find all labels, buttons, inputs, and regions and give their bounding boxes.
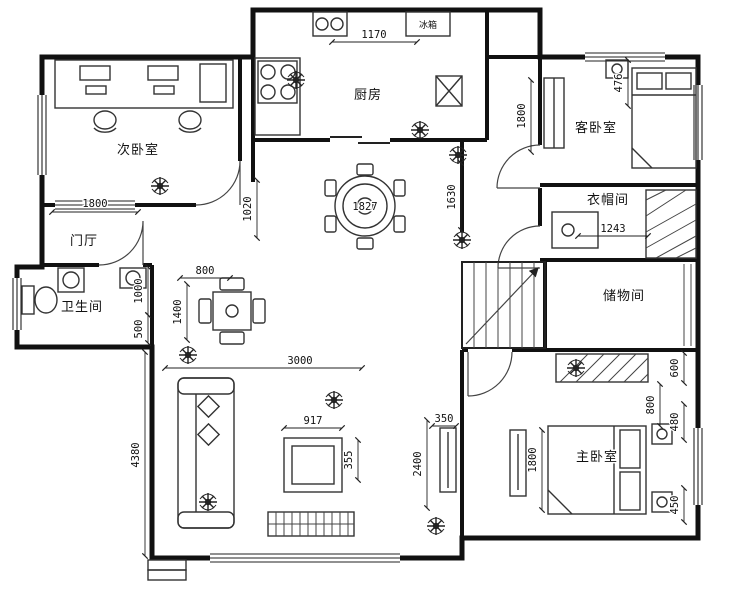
guest-bed bbox=[631, 67, 697, 169]
storage-shelf bbox=[683, 264, 692, 346]
window bbox=[692, 428, 704, 505]
dressing-table bbox=[551, 211, 599, 249]
dim-nightstand-upper: 480 bbox=[669, 413, 681, 432]
plants bbox=[150, 70, 586, 536]
dim-living-depth: 2400 bbox=[412, 451, 424, 476]
washing-machine bbox=[57, 267, 85, 293]
dim-secondary-window: 1800 bbox=[82, 198, 107, 210]
room-label-bathroom: 卫生间 bbox=[61, 299, 103, 314]
dim-guest-corner: 476 bbox=[613, 74, 625, 93]
hall-table bbox=[198, 277, 266, 345]
door-master-bedroom bbox=[467, 351, 513, 397]
tv-cabinet bbox=[439, 427, 457, 493]
kitchen-counter bbox=[254, 57, 301, 136]
dimension-lines bbox=[48, 38, 688, 560]
plant-icon bbox=[410, 120, 430, 140]
plant-icon bbox=[448, 145, 468, 165]
room-label-master-bedroom: 主卧室 bbox=[576, 449, 618, 464]
kitchen-sink bbox=[312, 11, 348, 37]
room-label-storage: 储物间 bbox=[603, 288, 645, 303]
dining-table bbox=[324, 163, 406, 250]
media-cabinet bbox=[267, 511, 355, 537]
plant-icon bbox=[452, 230, 472, 250]
plant-icon bbox=[198, 492, 218, 512]
window bbox=[585, 51, 665, 63]
stairs bbox=[461, 261, 546, 349]
room-label-kitchen: 厨房 bbox=[354, 87, 382, 102]
windows bbox=[11, 51, 704, 564]
master-bed bbox=[547, 425, 647, 515]
dim-bath-upper: 1000 bbox=[133, 278, 145, 303]
plant-icon bbox=[178, 345, 198, 365]
window bbox=[210, 552, 400, 564]
dim-master-wardrobe: 600 bbox=[669, 359, 681, 378]
coffee-table bbox=[283, 437, 343, 493]
dim-dining-table: 1827 bbox=[352, 201, 377, 213]
dim-master-bed-length: 1800 bbox=[527, 447, 539, 472]
window bbox=[36, 95, 48, 175]
window bbox=[11, 278, 23, 330]
dim-master-east-upper: 800 bbox=[645, 396, 657, 415]
window bbox=[692, 85, 704, 160]
labels: 次卧室 厨房 客卧室 衣帽间 门厅 卫生间 储物间 主卧室 bbox=[59, 86, 645, 466]
plant-icon bbox=[426, 516, 446, 536]
door-entry-hall bbox=[98, 220, 144, 266]
water-heater bbox=[435, 75, 463, 107]
door-arcs bbox=[98, 144, 541, 397]
room-label-guest-bedroom: 客卧室 bbox=[575, 120, 617, 135]
fridge-label: 冰箱 bbox=[419, 19, 437, 30]
toilet bbox=[21, 285, 58, 315]
plant-icon bbox=[150, 176, 170, 196]
plant-icon bbox=[286, 70, 306, 90]
master-nightstand-lower bbox=[651, 491, 673, 513]
entrance-steps bbox=[147, 559, 187, 581]
room-label-secondary-bedroom: 次卧室 bbox=[117, 142, 159, 157]
dim-cloakroom-width: 1243 bbox=[600, 223, 625, 235]
desk-workstation bbox=[54, 59, 234, 133]
door-guest-bedroom bbox=[496, 144, 541, 189]
master-tv-cabinet bbox=[509, 429, 527, 497]
dim-nightstand-lower: 450 bbox=[669, 496, 681, 515]
dim-bath-lower: 500 bbox=[133, 320, 145, 339]
sofa bbox=[177, 377, 235, 529]
dim-living-width: 3000 bbox=[287, 355, 312, 367]
dim-kitchen-top: 1170 bbox=[361, 29, 386, 41]
cloakroom-wardrobe bbox=[645, 189, 697, 259]
door-secondary-bedroom bbox=[195, 160, 241, 206]
dim-living-total-depth: 4380 bbox=[130, 442, 142, 467]
dim-hall-table-depth: 1400 bbox=[172, 299, 184, 324]
dim-tv-gap: 350 bbox=[435, 413, 454, 425]
dim-hall-width: 1020 bbox=[242, 196, 254, 221]
dim-dining-depth: 1630 bbox=[446, 184, 458, 209]
fridge: 冰箱 bbox=[405, 11, 451, 37]
dimension-labels: 1170 1800 1020 1827 1630 1800 476 1243 1… bbox=[81, 28, 682, 516]
room-label-entry-hall: 门厅 bbox=[70, 233, 98, 248]
dim-hall-table-width: 800 bbox=[196, 265, 215, 277]
room-label-cloakroom: 衣帽间 bbox=[587, 192, 629, 207]
guest-dresser bbox=[543, 77, 565, 149]
plant-icon bbox=[324, 390, 344, 410]
plant-icon bbox=[566, 358, 586, 378]
dim-guest-depth: 1800 bbox=[516, 103, 528, 128]
dim-coffee-table-gap: 355 bbox=[343, 451, 355, 470]
dim-coffee-table-width: 917 bbox=[304, 415, 323, 427]
